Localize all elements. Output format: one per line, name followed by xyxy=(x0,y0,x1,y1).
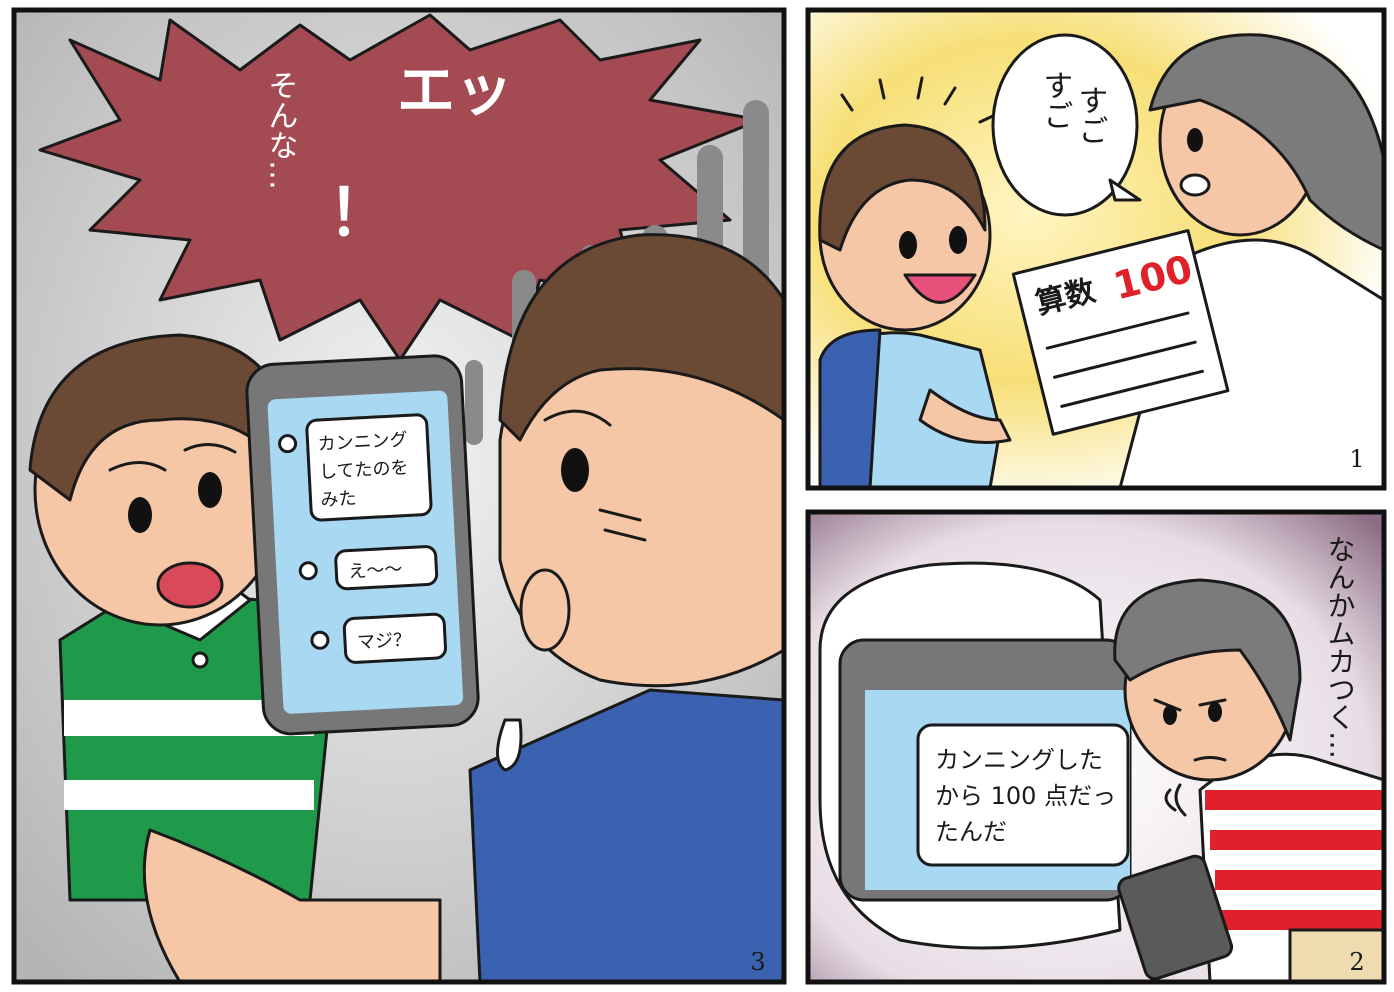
panel-3: カンニング してたのを みた え〜〜 マジ？ xyxy=(11,7,787,985)
sfx-exclamation: ！ xyxy=(328,177,392,251)
panel-number-3: 3 xyxy=(750,948,765,976)
panel-2: カンニングした から 100 点だっ たんだ xyxy=(805,509,1387,985)
smartphone: カンニング してたのを みた え〜〜 マジ？ xyxy=(245,354,480,736)
chat-message-1: カンニング してたのを みた xyxy=(278,413,433,522)
happy-boy xyxy=(818,123,1012,488)
sfx-e: エッ xyxy=(397,56,513,124)
screen-text-line-1: カンニングした xyxy=(935,746,1103,774)
speech-text-sugoi-1a: すご xyxy=(1073,85,1108,145)
speech-text-sugoi-2a: すご xyxy=(1038,70,1073,130)
test-paper: 算数 100 xyxy=(1011,229,1230,436)
panel-1: すご すご 算数 100 1 xyxy=(805,7,1387,491)
panel-number-1: 1 xyxy=(1349,445,1364,473)
chat-text-maji: マジ？ xyxy=(357,629,412,653)
chat-text-ee: え〜〜 xyxy=(348,559,403,583)
chat-message-3: マジ？ xyxy=(310,612,448,664)
speech-bubble: すご すご xyxy=(991,33,1142,217)
chat-text-line-3: みた xyxy=(320,488,357,511)
screen-text-line-2: から 100 点だっ xyxy=(935,782,1116,810)
screen-text-line-3: たんだ xyxy=(935,818,1007,846)
panel-number-2: 2 xyxy=(1349,948,1364,976)
mother xyxy=(1118,33,1384,488)
blue-shirt-boy xyxy=(142,233,784,982)
thought-text: なんかムカつく… xyxy=(1324,535,1357,759)
striped-shirt-boy xyxy=(1113,578,1384,982)
chat-text-line-1: カンニング xyxy=(317,429,408,455)
tablet-screen: カンニングした から 100 点だっ たんだ xyxy=(838,638,1132,902)
sfx-sonna: そんな… xyxy=(263,70,298,190)
chat-message-2: え〜〜 xyxy=(298,545,439,591)
chat-text-line-2: してたのを xyxy=(319,457,409,483)
